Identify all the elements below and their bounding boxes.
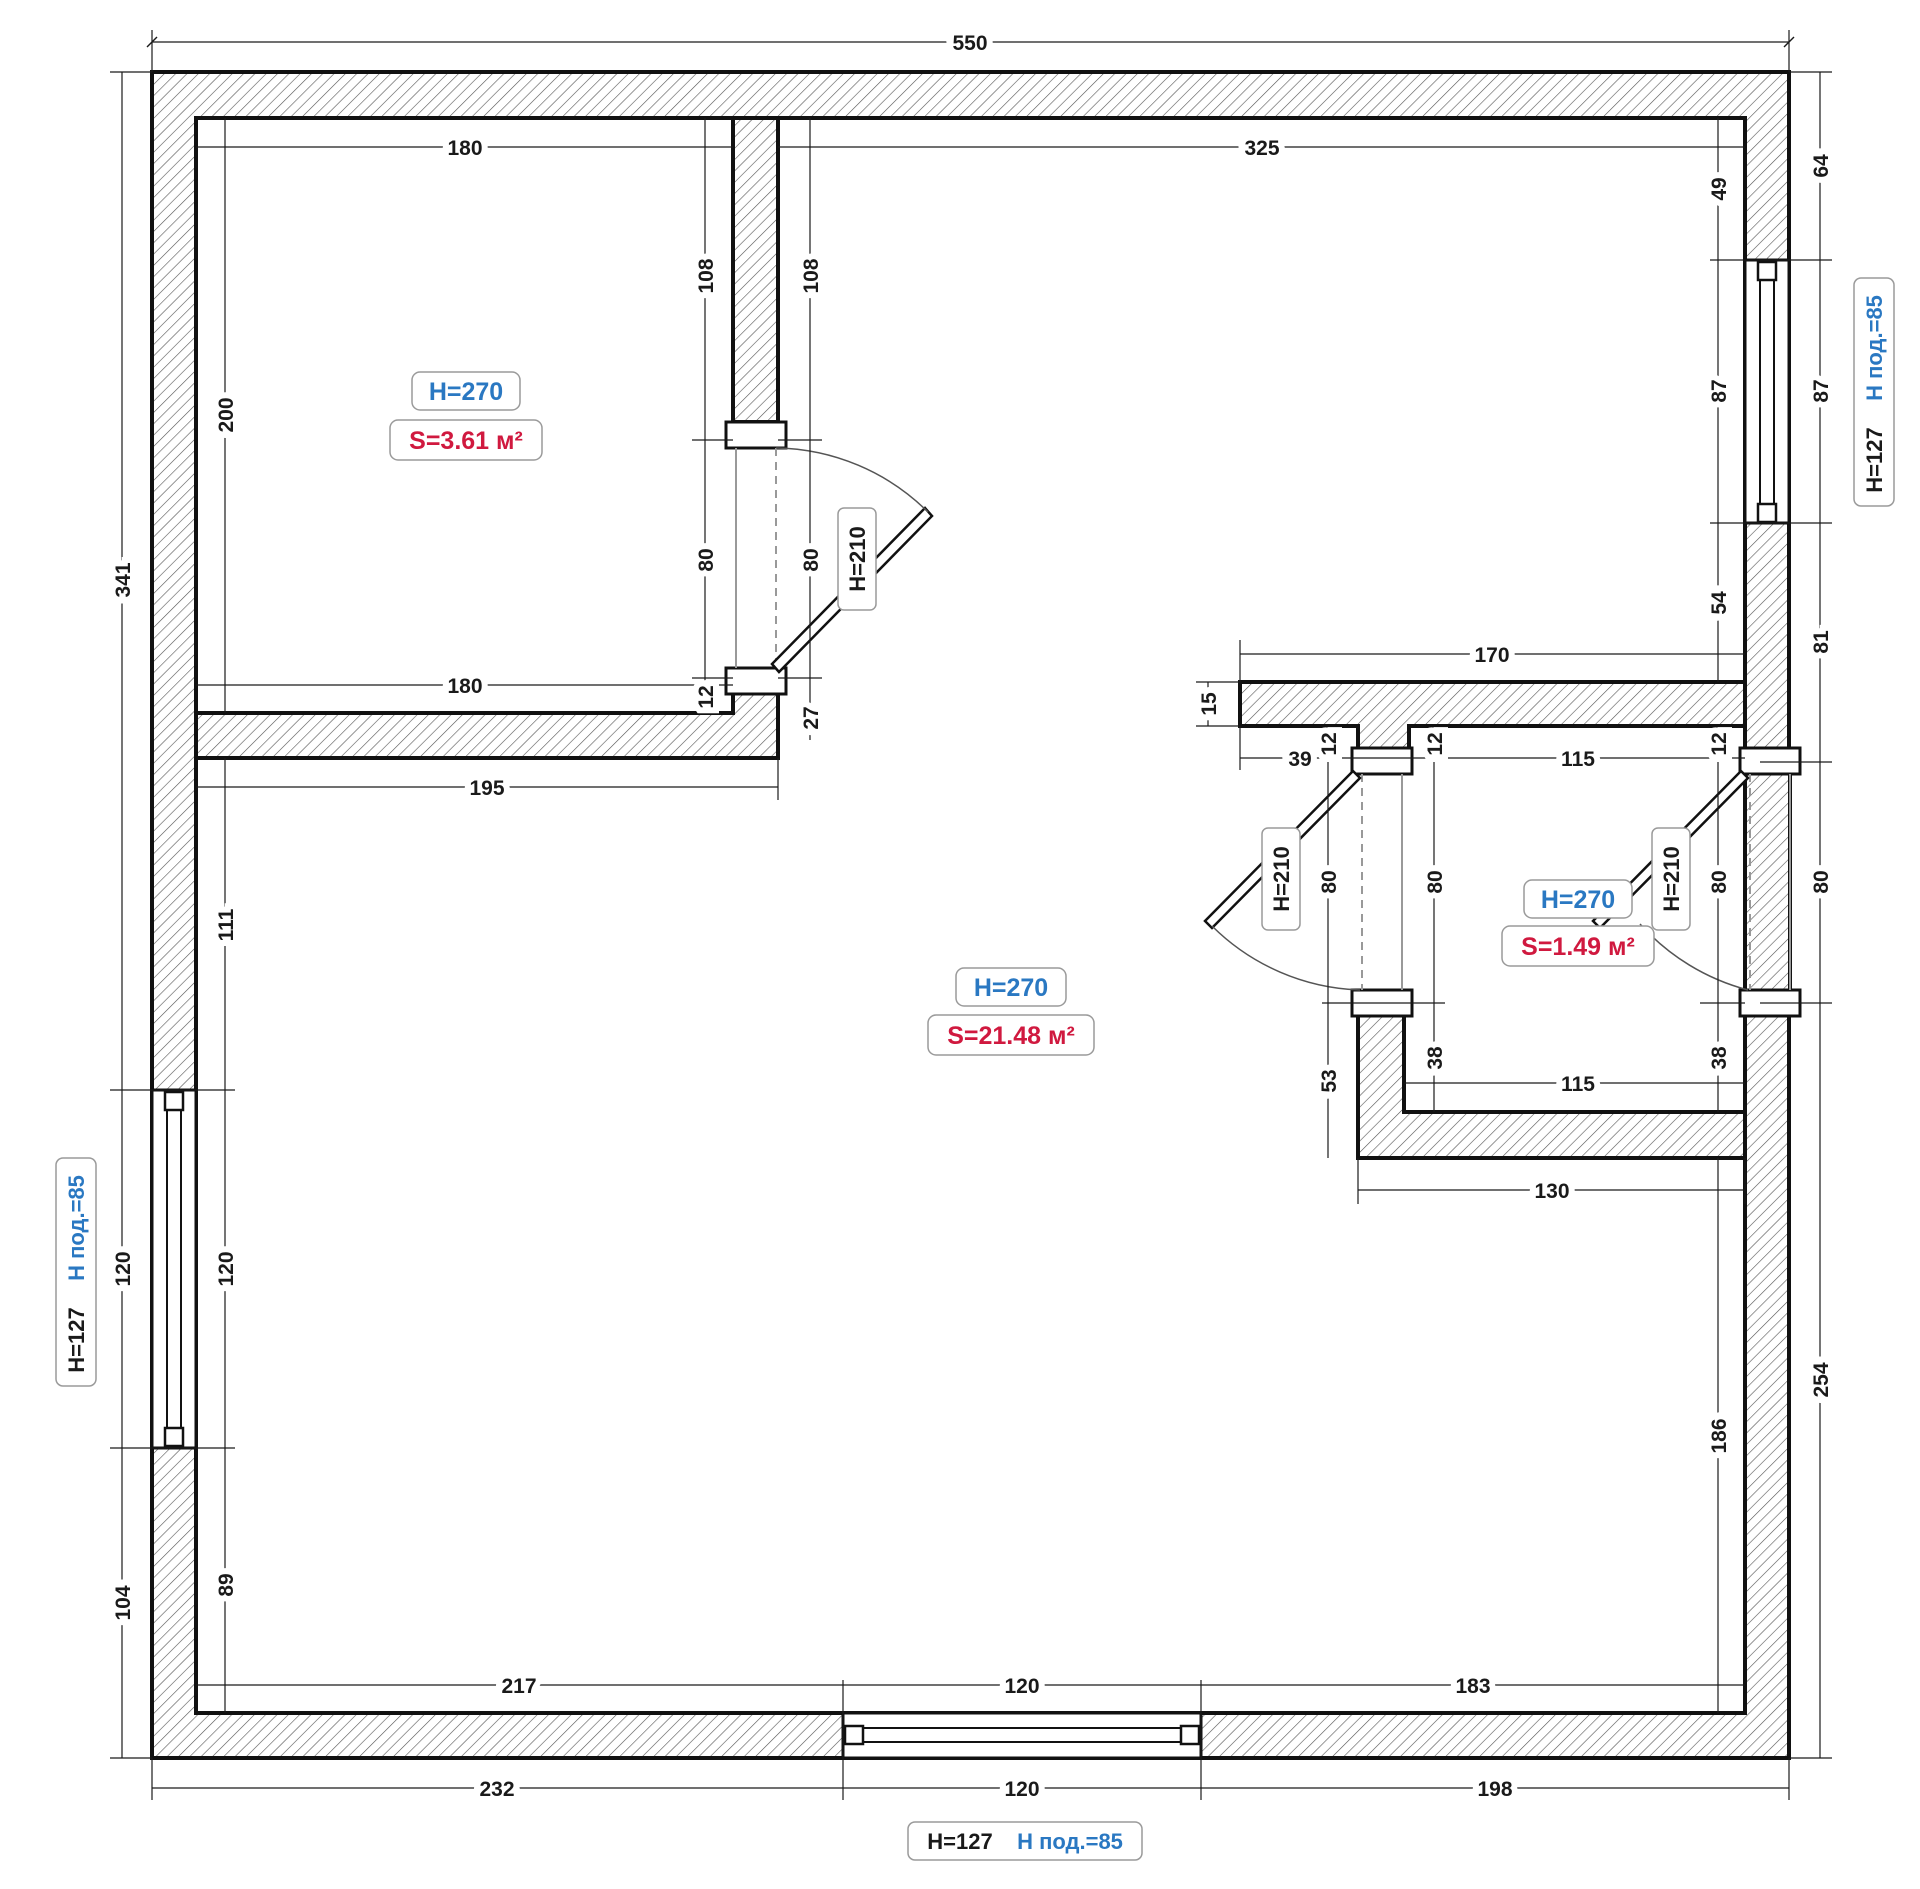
dim-main-bottom-window: 120 — [1004, 1675, 1039, 1698]
window-labels: H=127 H под.=85 H=127 H под.=85 H=127 H … — [55, 277, 1895, 1861]
left-window-height-label: H=127 — [64, 1307, 89, 1372]
dim-right-window: 87 — [1810, 379, 1833, 402]
dim-main-right-window: 87 — [1708, 379, 1731, 402]
dim-main-left-bottom: 89 — [215, 1573, 238, 1596]
dim-hall-right-door: 80 — [800, 548, 823, 571]
dim-room1-right-door: 80 — [695, 548, 718, 571]
dim-main-top: 325 — [1244, 137, 1279, 160]
dim-hall-jamb: 27 — [800, 706, 823, 729]
bottom-window-height-label: H=127 — [927, 1829, 992, 1854]
dim-bath-jamb-a: 12 — [1318, 732, 1341, 755]
bedroom-height-label: H=270 — [429, 378, 503, 406]
right-window-opening — [1743, 258, 1791, 525]
room-labels: H=270 S=3.61 м² H=270 S=21.48 м² H=270 S… — [389, 371, 1655, 1056]
dim-top-overall: 550 — [952, 32, 987, 55]
bedroom-right-wall — [731, 116, 780, 424]
left-window-opening — [150, 1088, 198, 1450]
dim-bath-jamb-b: 12 — [1424, 732, 1447, 755]
dim-left-bottom: 104 — [112, 1585, 135, 1620]
dim-bath-top-thickness: 15 — [1198, 692, 1221, 716]
dim-main-right-mid: 54 — [1708, 591, 1731, 615]
bath-right-door-height-label: H=210 — [1659, 846, 1684, 911]
living-area-label: S=21.48 м² — [947, 1022, 1075, 1050]
dim-room1-left: 200 — [215, 397, 238, 432]
dimension-lines — [110, 30, 1832, 1800]
dim-room1-right-bottom: 12 — [695, 685, 718, 708]
dim-room1-bottom: 180 — [447, 675, 482, 698]
dim-bath-door-right-inner: 80 — [1708, 870, 1731, 893]
dim-right-door: 80 — [1810, 870, 1833, 893]
door-labels: H=210 H=210 H=210 — [837, 507, 1691, 931]
bottom-window-opening — [841, 1711, 1203, 1760]
dim-bath-inner-bottom: 115 — [1561, 1073, 1595, 1096]
dim-right-mid: 81 — [1810, 630, 1833, 654]
living-height-label: H=270 — [974, 974, 1048, 1002]
dim-bath-door-left-outer: 80 — [1318, 870, 1341, 893]
bedroom-right-wall-lower — [194, 676, 780, 760]
dim-bath-stub-left: 39 — [1288, 748, 1311, 771]
dim-bath-jamb-c: 12 — [1708, 732, 1731, 755]
dim-main-right-bottom: 186 — [1708, 1418, 1731, 1453]
bedroom-door-height-label: H=210 — [845, 526, 870, 591]
dim-room1-top: 180 — [447, 137, 482, 160]
dim-corridor-bottom: 195 — [469, 777, 504, 800]
dim-bath-inner-right-lower: 38 — [1708, 1046, 1731, 1070]
bath-top-wall — [1238, 680, 1747, 764]
left-window-sill-label: H под.=85 — [64, 1175, 89, 1281]
dim-bottom-left: 232 — [479, 1778, 514, 1801]
dim-bottom-right: 198 — [1477, 1778, 1512, 1801]
dim-bath-door-left-inner: 80 — [1424, 870, 1447, 893]
dim-bath-inner-top: 115 — [1561, 748, 1595, 771]
dim-bath-top-length: 170 — [1474, 644, 1509, 667]
bedroom-area-label: S=3.61 м² — [409, 427, 523, 455]
dim-right-bottom: 254 — [1810, 1362, 1833, 1397]
dim-left-window: 120 — [112, 1251, 135, 1286]
dim-main-left-window: 120 — [215, 1251, 238, 1286]
dim-room1-right-top: 108 — [695, 258, 718, 293]
windows — [150, 258, 1791, 1760]
dim-bath-inner-left-lower: 38 — [1424, 1046, 1447, 1070]
right-window-sill-label: H под.=85 — [1862, 295, 1887, 401]
bath-left-door-height-label: H=210 — [1269, 846, 1294, 911]
walls — [150, 70, 1792, 1760]
dim-left-overall: 341 — [112, 562, 135, 597]
dim-main-bottom-left: 217 — [501, 1675, 536, 1698]
dim-main-bottom-right: 183 — [1455, 1675, 1490, 1698]
dim-right-top: 64 — [1810, 154, 1833, 178]
bath-area-label: S=1.49 м² — [1521, 933, 1635, 961]
right-window-height-label: H=127 — [1862, 427, 1887, 492]
bottom-window-sill-label: H под.=85 — [1017, 1829, 1123, 1854]
bath-height-label: H=270 — [1541, 886, 1615, 914]
dim-main-right-top: 49 — [1708, 177, 1731, 200]
dim-bath-block-bottom: 130 — [1534, 1180, 1569, 1203]
dim-bottom-window: 120 — [1004, 1778, 1039, 1801]
dim-hall-right-top: 108 — [800, 258, 823, 293]
bath-left-wall — [1356, 1001, 1747, 1160]
dim-bath-left-lower: 53 — [1318, 1069, 1341, 1092]
dim-main-left-upper: 111 — [215, 908, 238, 941]
